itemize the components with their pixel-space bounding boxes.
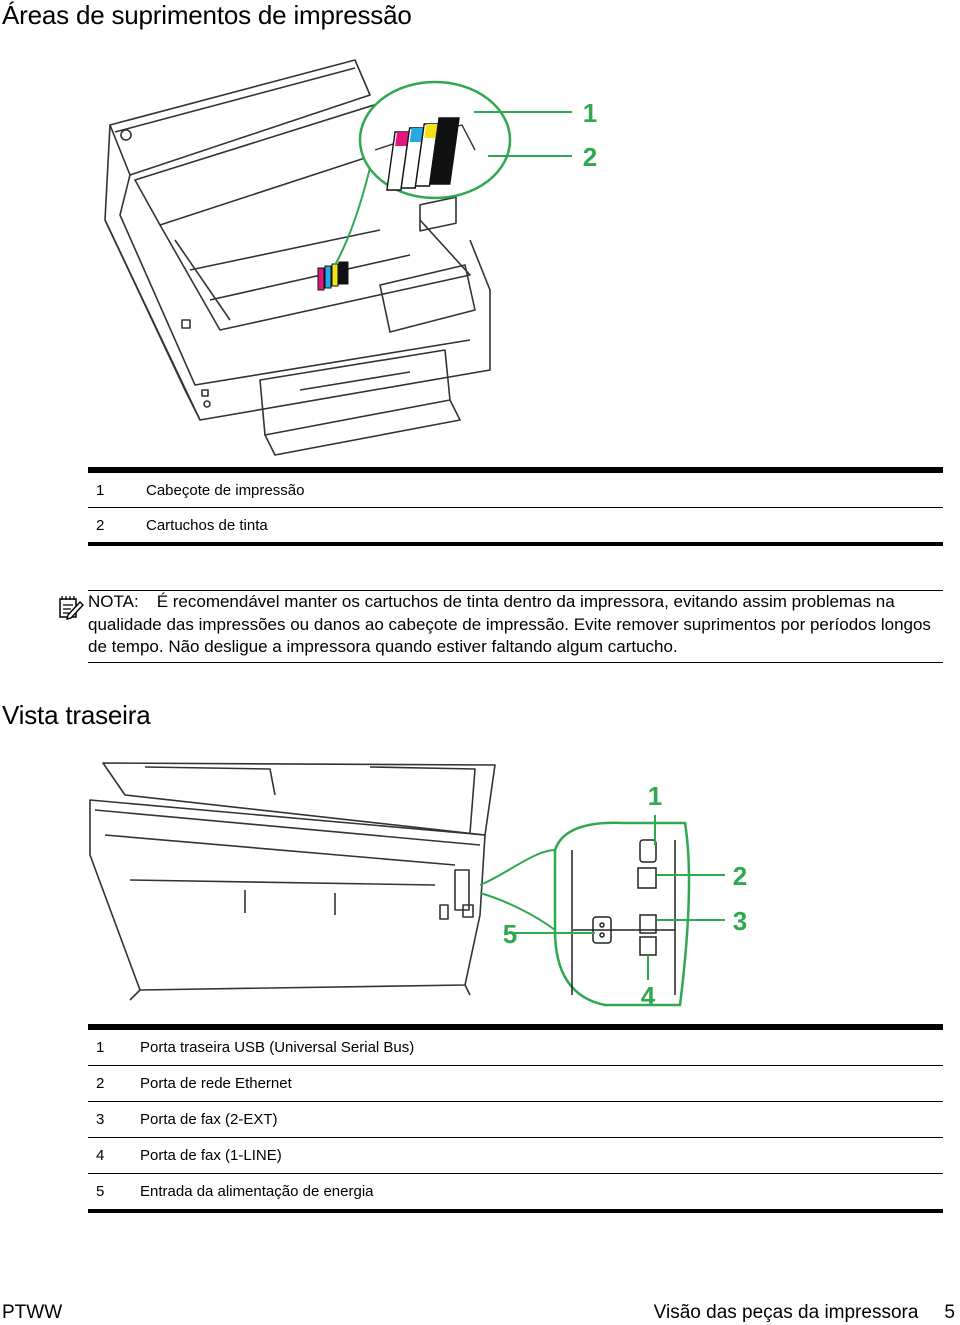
legend-number: 2 <box>96 516 105 534</box>
table-row: 2 Cartuchos de tinta <box>88 508 943 545</box>
callout-1: 1 <box>648 781 662 811</box>
zoomed-cartridges <box>374 117 476 191</box>
callout-2: 2 <box>733 861 747 891</box>
section-subtitle: Vista traseira <box>2 700 151 730</box>
footer-section-title: Visão das peças da impressora <box>653 1302 919 1323</box>
note-box: NOTA:É recomendável manter os cartuchos … <box>88 590 943 663</box>
supplies-legend-table: 1 Cabeçote de impressão 2 Cartuchos de t… <box>88 467 943 546</box>
svg-text:2: 2 <box>583 142 597 172</box>
svg-text:1: 1 <box>583 98 597 128</box>
callout-4: 4 <box>641 981 656 1011</box>
page-title: Áreas de suprimentos de impressão <box>2 0 412 30</box>
table-row: 3 Porta de fax (2-EXT) <box>88 1101 943 1138</box>
table-row: 1 Cabeçote de impressão <box>88 470 943 508</box>
legend-text: Porta traseira USB (Universal Serial Bus… <box>106 1027 943 1066</box>
table-row: 4 Porta de fax (1-LINE) <box>88 1137 943 1174</box>
callout-3: 3 <box>733 906 747 936</box>
note-label: NOTA: <box>88 592 139 611</box>
note-pencil-icon <box>59 596 84 620</box>
callout-1: 1 <box>583 98 597 128</box>
legend-number: 1 <box>88 1027 106 1066</box>
footer-section: Visão das peças da impressora 5 <box>654 1302 955 1324</box>
callout-5: 5 <box>503 919 517 949</box>
legend-number: 1 <box>88 470 106 508</box>
footer-locale: PTWW <box>2 1302 63 1323</box>
legend-number: 5 <box>96 1183 105 1200</box>
table-row: 5 Entrada da alimentação de energia <box>88 1174 943 1212</box>
legend-text: Porta de fax (2-EXT) <box>106 1101 943 1138</box>
legend-number: 4 <box>88 1137 106 1174</box>
legend-text: Entrada da alimentação de energia <box>140 1183 374 1200</box>
legend-text: Cartuchos de tinta <box>146 516 268 534</box>
table-row: 1 Porta traseira USB (Universal Serial B… <box>88 1027 943 1066</box>
legend-text: Porta de fax (1-LINE) <box>106 1137 943 1174</box>
legend-number: 2 <box>88 1065 106 1102</box>
printer-supplies-illustration: 1 2 <box>104 59 597 456</box>
note-text: É recomendável manter os cartuchos de ti… <box>88 592 931 656</box>
carriage-cartridges <box>317 261 349 291</box>
table-row: 2 Porta de rede Ethernet <box>88 1065 943 1102</box>
legend-text: Cabeçote de impressão <box>106 470 943 508</box>
callout-2: 2 <box>583 142 597 172</box>
legend-text: Porta de rede Ethernet <box>106 1065 943 1102</box>
rear-legend-table: 1 Porta traseira USB (Universal Serial B… <box>88 1024 943 1213</box>
printer-rear-illustration: 1 2 3 4 5 <box>89 762 747 1011</box>
legend-number: 3 <box>88 1101 106 1138</box>
page-number: 5 <box>944 1302 955 1323</box>
